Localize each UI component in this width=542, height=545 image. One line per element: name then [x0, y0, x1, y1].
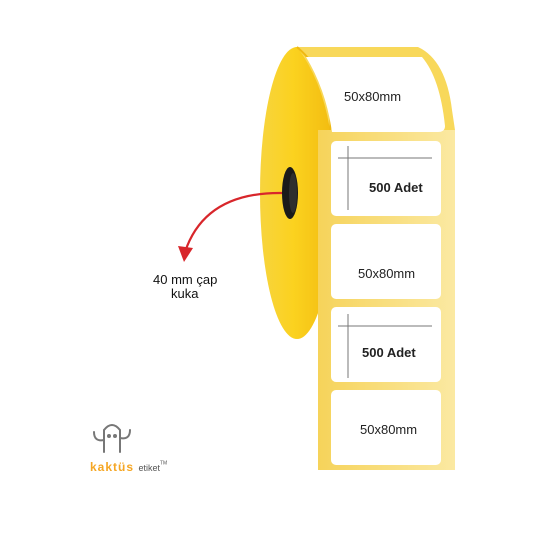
label-3 [331, 224, 441, 299]
label-2 [331, 141, 441, 216]
crosshair-mark-2 [338, 314, 432, 378]
core-callout-line1: 40 mm çap [153, 272, 218, 287]
brand-logo-tm: TM [160, 460, 168, 467]
label-size-text-1: 50x80mm [344, 89, 402, 104]
cactus-logo-icon [93, 424, 131, 453]
label-size-text-3: 50x80mm [360, 422, 418, 437]
label-quantity-text-1: 500 Adet [369, 180, 423, 195]
core-pointer-arrow [183, 191, 283, 253]
brand-logo-sub: etiket [138, 463, 160, 473]
label-size-text-2: 50x80mm [358, 266, 416, 281]
core-callout-line2: kuka [171, 286, 199, 301]
crosshair-mark-1 [338, 146, 432, 210]
label-quantity-text-2: 500 Adet [362, 345, 416, 360]
label-5 [331, 390, 441, 465]
core-diameter-callout: 40 mm çap kuka [153, 273, 217, 301]
brand-logo: kaktüs etiketTM [90, 458, 167, 476]
brand-logo-word: kaktüs [90, 460, 135, 474]
label-top [306, 57, 445, 132]
